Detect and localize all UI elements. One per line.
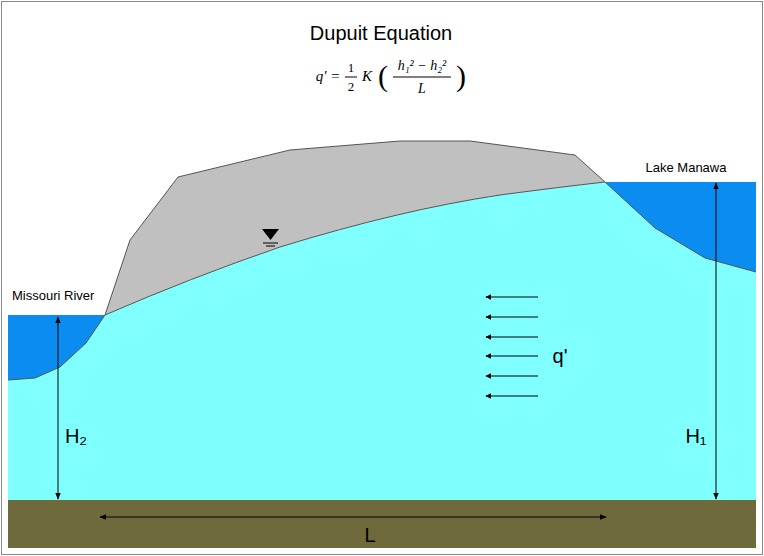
dimension-label: H₂ xyxy=(65,425,87,448)
dimension-line xyxy=(100,517,606,518)
lake-water xyxy=(605,182,756,272)
equation-number: 2 xyxy=(348,80,355,95)
water-table xyxy=(105,182,605,315)
equation-number: 1 xyxy=(348,61,355,76)
impermeable-base xyxy=(8,500,756,548)
river-bed xyxy=(8,315,105,380)
dimension-line xyxy=(716,183,717,499)
flow-label: q' xyxy=(553,345,568,368)
fraction-bar xyxy=(345,77,357,78)
levee xyxy=(105,141,605,315)
equation-term: K xyxy=(362,68,372,85)
water-body-name: Lake Manawa xyxy=(646,161,727,176)
equation-term: L xyxy=(418,81,426,97)
water-table-symbol xyxy=(262,229,279,240)
fraction-bar xyxy=(393,77,451,78)
equation-bracket: ) xyxy=(456,59,466,94)
flow-arrow xyxy=(486,297,538,298)
flow-arrow xyxy=(486,396,538,397)
dimension-label: L xyxy=(364,524,375,547)
dimension-line xyxy=(58,317,59,499)
aquifer xyxy=(8,182,756,500)
water-table-symbol xyxy=(263,243,278,244)
flow-arrow xyxy=(486,376,538,377)
flow-arrow xyxy=(486,337,538,338)
water-table-symbol xyxy=(266,246,275,247)
flow-arrow xyxy=(486,356,538,357)
flow-arrow xyxy=(486,317,538,318)
levee-surface xyxy=(105,141,605,315)
dimension-label: H₁ xyxy=(685,425,706,448)
lake-bed xyxy=(605,182,756,272)
diagram-title: Dupuit Equation xyxy=(310,22,452,45)
river-water xyxy=(8,315,105,380)
equation-term: h₁² − h₂² xyxy=(398,58,447,74)
water-body-name: Missouri River xyxy=(12,289,94,304)
equation-term: q' = xyxy=(316,68,341,85)
flow-arrows xyxy=(486,297,538,396)
equation-bracket: ( xyxy=(378,59,388,94)
